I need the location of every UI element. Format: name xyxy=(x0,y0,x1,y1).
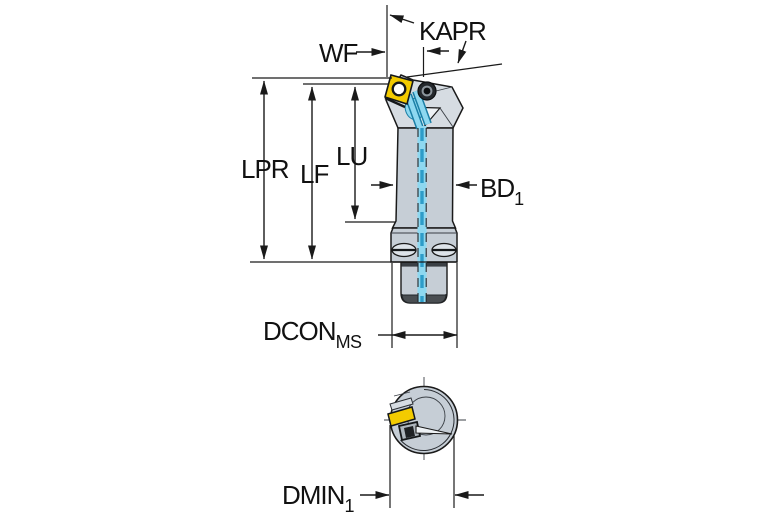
insert-side xyxy=(384,74,414,106)
label-bd1: BD1 xyxy=(480,173,524,209)
dim-dcon: DCONMS xyxy=(263,263,458,352)
end-view-clamp-slot xyxy=(404,426,415,438)
end-view-edge-line xyxy=(393,391,411,397)
dim-bd1: BD1 xyxy=(371,173,525,209)
end-view-edge-wedge xyxy=(415,425,453,435)
end-view-head-face xyxy=(389,397,414,411)
dim-lu: LU xyxy=(336,86,368,220)
end-view-inner-contour xyxy=(400,389,455,451)
label-wf: WF xyxy=(319,38,358,68)
side-view xyxy=(384,74,464,304)
dim-lpr: LPR xyxy=(241,80,290,260)
label-dcon: DCONMS xyxy=(263,316,362,352)
label-kapr: KAPR xyxy=(419,16,486,46)
facet-line-1 xyxy=(435,86,453,92)
label-lu: LU xyxy=(336,141,367,171)
label-dmin1: DMIN1 xyxy=(282,480,354,516)
coolant-channel xyxy=(404,89,432,302)
facet-line-2 xyxy=(439,107,454,128)
end-view: DMIN1 xyxy=(282,377,484,516)
dim-kapr: KAPR xyxy=(389,14,487,77)
dimensions-side: LPR LF LU WF KAPR BD1 xyxy=(241,5,525,352)
dim-dmin1: DMIN1 xyxy=(282,425,484,516)
clamp-screw-icon xyxy=(417,81,437,101)
insert-end-view xyxy=(387,406,416,427)
ref-line-cutting-edge xyxy=(406,63,503,78)
dim-wf: WF xyxy=(319,38,386,68)
dim-lf: LF xyxy=(300,86,329,260)
label-lpr: LPR xyxy=(241,154,289,184)
flange-slots xyxy=(391,242,457,258)
shim-edge xyxy=(384,96,406,109)
label-lf: LF xyxy=(300,159,328,189)
